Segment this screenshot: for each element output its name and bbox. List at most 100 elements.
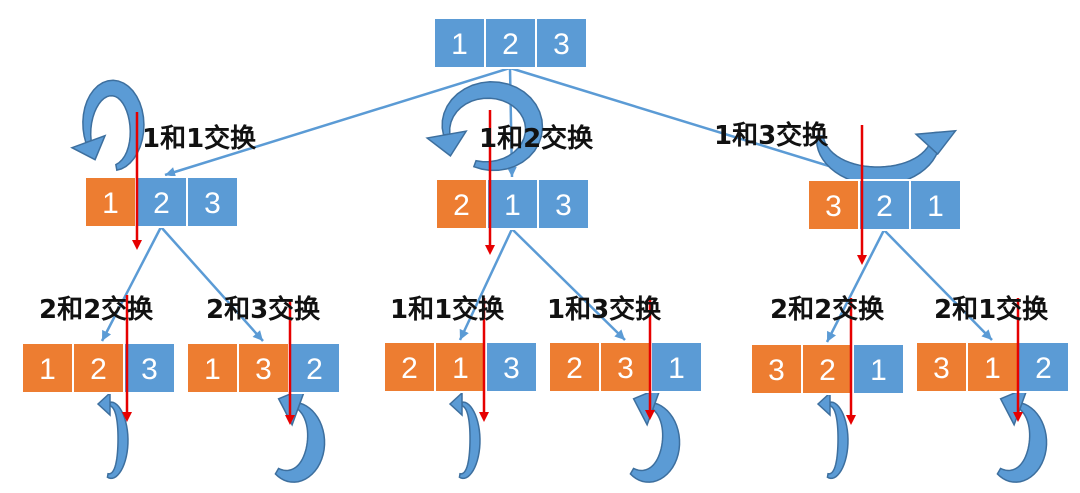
swirl-arrowhead — [914, 129, 958, 156]
cell-value: 3 — [141, 353, 158, 386]
edge-node-2-to-leaf-4-arrowhead — [614, 329, 625, 340]
swirl-arrowhead — [425, 130, 468, 157]
cell-value: 1 — [927, 190, 944, 223]
cell-value: 2 — [401, 352, 418, 385]
edge-root-to-node-3 — [509, 66, 869, 180]
swap-marker-arrowhead — [285, 415, 295, 425]
cell — [750, 343, 803, 395]
cell-value: 2 — [566, 352, 583, 385]
cell-value: 2 — [306, 353, 323, 386]
cell-value: 2 — [876, 190, 893, 223]
edge-node-1-to-leaf-1-arrowhead — [102, 329, 112, 341]
cell — [1017, 341, 1070, 393]
swap-labels: 1和1交换 1和2交换 1和3交换 2和2交换 2和3交换 1和1交换 1和3交换 2和2交换… — [39, 120, 1049, 325]
swap-marker-arrowhead — [846, 415, 856, 425]
cell — [72, 342, 125, 394]
cell-value: 2 — [502, 28, 519, 61]
cell-value: 3 — [933, 352, 950, 385]
cell-value: 3 — [768, 354, 785, 387]
cell-value: 1 — [452, 352, 469, 385]
cell — [915, 341, 968, 393]
swirl-body — [815, 131, 941, 186]
level2-node-5: 3 2 1 — [750, 343, 905, 395]
cell — [383, 341, 436, 393]
cell-value: 3 — [617, 352, 634, 385]
cell-value: 1 — [204, 353, 221, 386]
edge-node-3-to-leaf-5-arrowhead — [827, 330, 836, 342]
cell — [852, 343, 905, 395]
cell — [807, 179, 860, 231]
cell — [485, 341, 538, 393]
swap-swirl-arrow — [425, 81, 544, 172]
tree-edges — [100, 66, 993, 343]
swap-marker-arrowhead — [645, 410, 655, 420]
swap-marker-arrowhead — [857, 255, 867, 265]
cell-value: 1 — [870, 354, 887, 387]
swap-swirls — [70, 79, 1048, 483]
swap-swirl-arrow — [448, 391, 481, 480]
cell-value: 1 — [102, 187, 119, 220]
swap-label: 2和2交换 — [39, 294, 154, 325]
cell-value: 1 — [984, 352, 1001, 385]
swap-swirl-arrow — [629, 386, 681, 483]
cell-value: 1 — [39, 353, 56, 386]
swap-label: 1和1交换 — [390, 294, 505, 325]
cell — [186, 176, 239, 228]
level2-node-3: 2 1 3 — [383, 341, 538, 393]
swap-label: 1和3交换 — [547, 294, 662, 325]
edge-node-3-to-leaf-5 — [825, 229, 886, 343]
cell — [433, 17, 486, 69]
swirl-body — [629, 402, 681, 483]
swirl-arrowhead — [96, 391, 111, 417]
edge-node-2-to-leaf-3-arrowhead — [459, 328, 469, 340]
cell-value: 2 — [90, 353, 107, 386]
swap-label: 1和2交换 — [479, 123, 594, 154]
swap-label: 2和3交换 — [206, 294, 321, 325]
cell — [21, 342, 74, 394]
edge-node-3-to-leaf-6-arrowhead — [981, 329, 992, 340]
swap-swirl-arrow — [70, 79, 145, 172]
cell — [909, 179, 962, 231]
edge-node-2-to-leaf-4 — [511, 228, 626, 341]
swirl-arrowhead — [448, 391, 463, 417]
cell-value: 1 — [668, 352, 685, 385]
swap-markers — [122, 110, 1023, 425]
level2-node-4: 2 3 1 — [548, 341, 703, 393]
cell-value: 1 — [451, 28, 468, 61]
swap-swirl-arrow — [96, 391, 129, 480]
cell-value: 2 — [819, 354, 836, 387]
cell — [484, 17, 537, 69]
edge-root-to-node-1 — [164, 66, 511, 177]
swirl-body — [274, 402, 326, 483]
cell-value: 3 — [825, 190, 842, 223]
swap-marker-arrowhead — [479, 412, 489, 422]
swap-label: 1和1交换 — [142, 123, 257, 154]
cell — [535, 17, 588, 69]
cell — [237, 342, 290, 394]
swap-label: 2和2交换 — [770, 294, 885, 325]
cell-value: 3 — [204, 187, 221, 220]
cell — [537, 178, 590, 230]
cell-value: 1 — [504, 189, 521, 222]
cell — [186, 342, 239, 394]
swap-marker-arrowhead — [1013, 412, 1023, 422]
swap-swirl-arrow — [815, 129, 958, 186]
cell-value: 3 — [553, 28, 570, 61]
cell — [486, 178, 539, 230]
level1-node-3: 3 2 1 — [807, 179, 962, 231]
swirl-arrowhead — [70, 134, 107, 161]
edge-root-to-node-2-arrowhead — [506, 166, 517, 177]
swap-label: 2和1交换 — [934, 294, 1049, 325]
swap-marker-arrowhead — [485, 245, 495, 255]
cell-value: 3 — [503, 352, 520, 385]
root-node: 1 2 3 — [433, 17, 588, 69]
cell — [858, 179, 911, 231]
swirl-arrowhead — [632, 386, 662, 427]
swap-label: 1和3交换 — [714, 120, 829, 151]
cell — [288, 342, 341, 394]
